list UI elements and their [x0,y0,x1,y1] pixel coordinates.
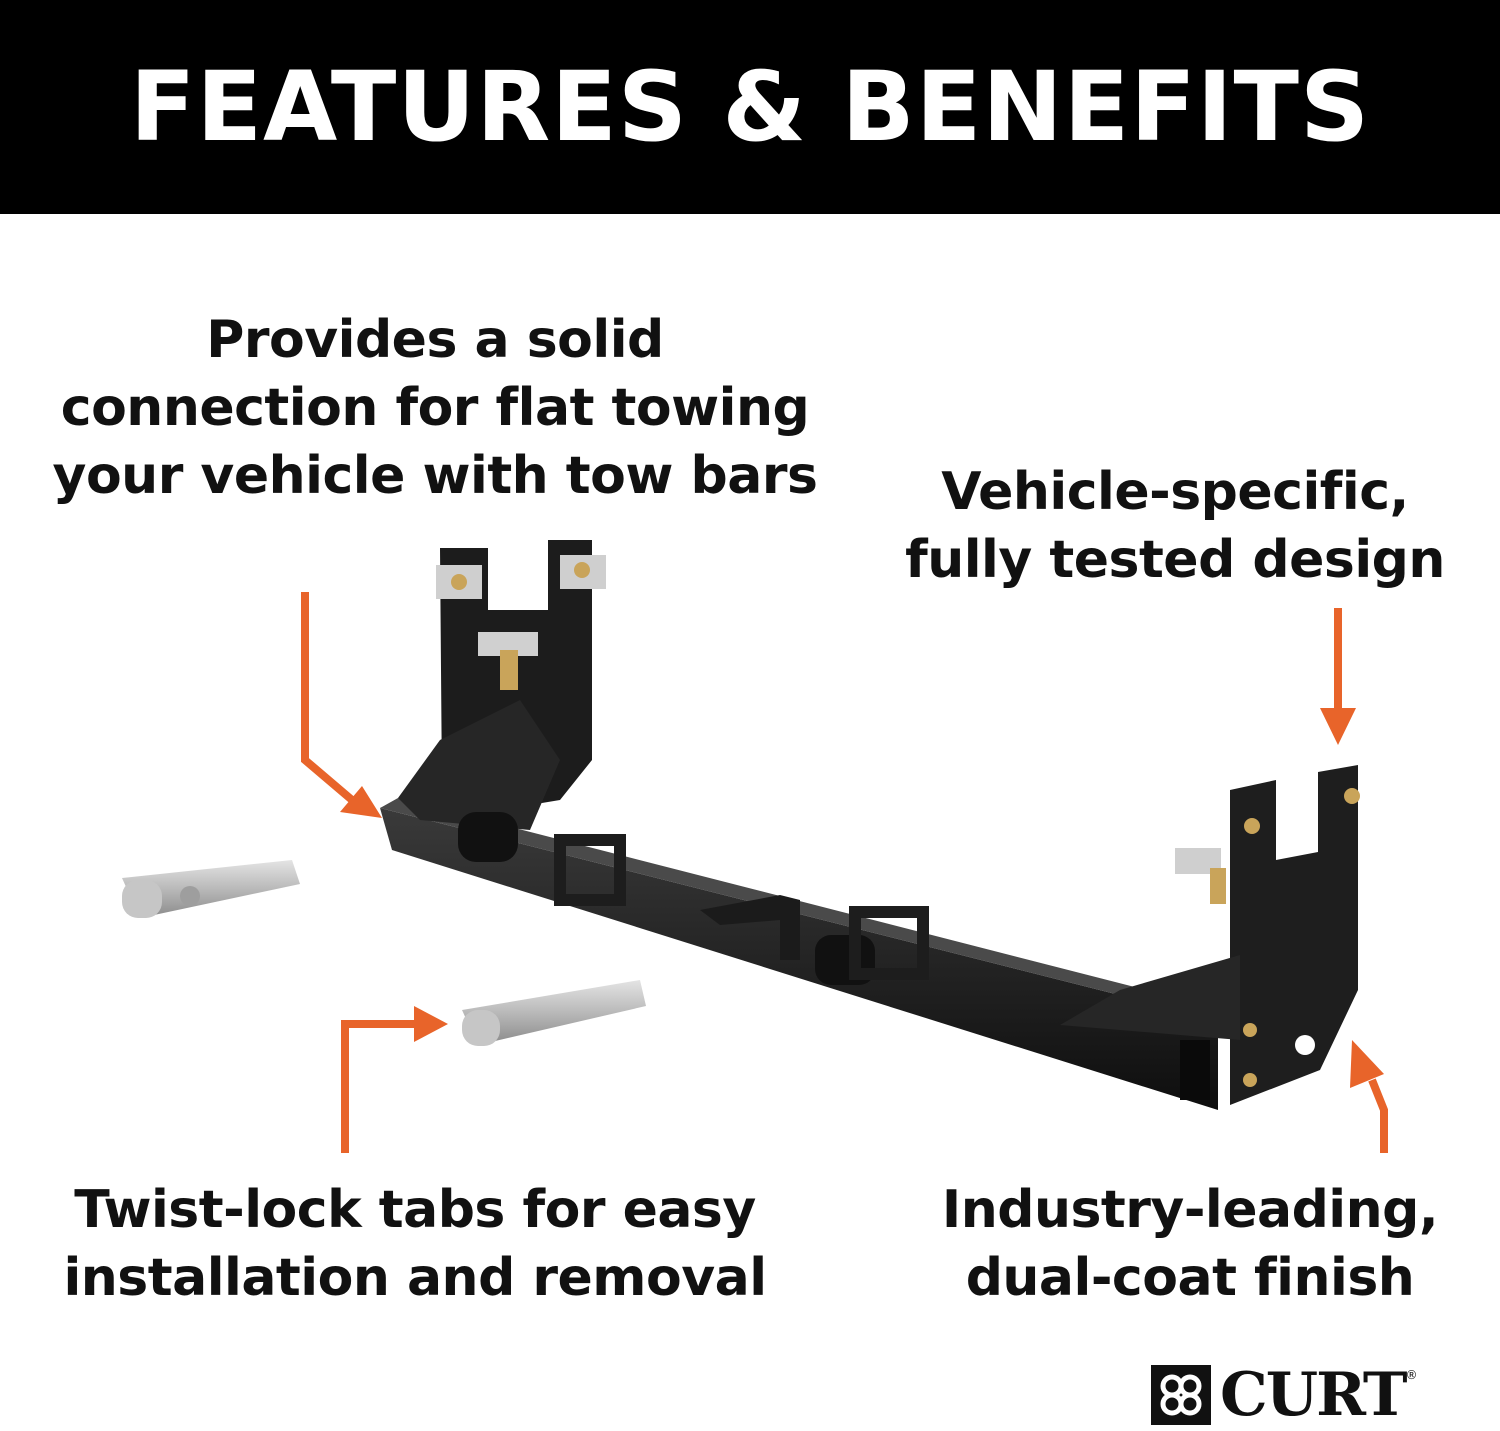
callout-line: Twist-lock tabs for easy [74,1180,756,1240]
callout-line: fully tested design [905,530,1445,590]
curt-emblem-icon [1151,1365,1211,1425]
callout-line: Industry-leading, [941,1180,1439,1240]
callout-solid-connection: Provides a solid connection for flat tow… [40,306,830,510]
arrow-to-left-bracket [301,592,382,818]
registered-mark: ® [1405,1368,1418,1382]
arrow-to-finish [1350,1040,1388,1153]
arrow-to-pin [341,1006,448,1153]
twist-lock-pin-lower [462,980,646,1046]
callout-vehicle-specific: Vehicle-specific, fully tested design [880,458,1470,594]
arrow-to-right-bracket [1320,608,1356,745]
twist-lock-pin-upper [122,860,300,918]
header-banner: FEATURES & BENEFITS [0,0,1500,214]
callout-line: dual-coat finish [965,1248,1415,1308]
curt-logo: CURT ® [1150,1360,1418,1430]
page-title: FEATURES & BENEFITS [129,51,1371,163]
callout-line: Vehicle-specific, [941,462,1409,522]
center-receivers [700,895,929,985]
callout-twist-lock: Twist-lock tabs for easy installation an… [40,1176,790,1312]
callout-line: your vehicle with tow bars [52,446,818,506]
callout-line: Provides a solid [206,310,664,370]
callout-dual-coat: Industry-leading, dual-coat finish [900,1176,1480,1312]
callout-line: connection for flat towing [60,378,810,438]
curt-logo-text: CURT [1220,1360,1408,1430]
left-mounting-plate [398,540,626,906]
callout-line: installation and removal [63,1248,767,1308]
right-mounting-plate [1060,765,1360,1105]
